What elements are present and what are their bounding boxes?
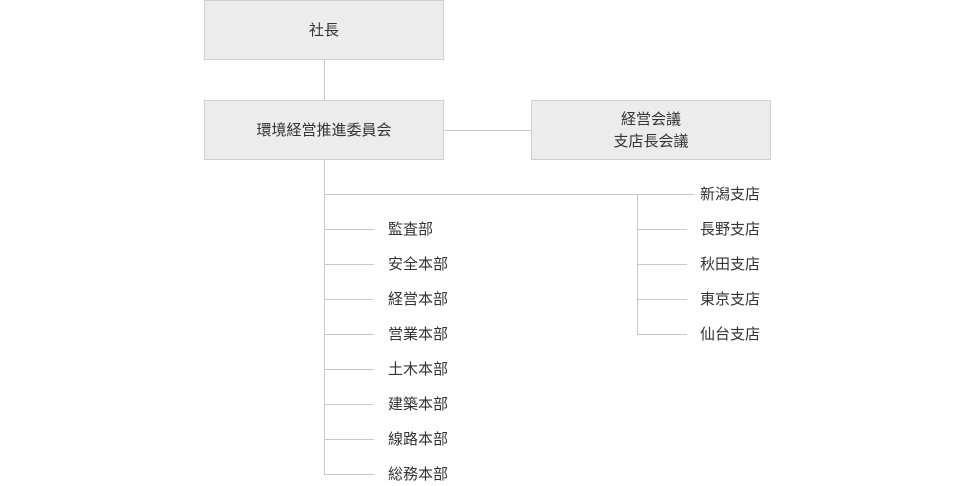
department-connector [324,369,374,370]
department-connector [324,299,374,300]
meeting-label: 支店長会議 [613,132,689,150]
department-item: 線路本部 [388,430,449,448]
branch-item: 東京支店 [700,290,761,308]
department-connector [324,229,374,230]
committee-box: 環境経営推進委員会 [204,100,444,160]
branch-connector [637,229,687,230]
department-connector [324,474,374,475]
department-item: 経営本部 [388,290,449,308]
department-item: 建築本部 [388,395,449,413]
branch-item: 仙台支店 [700,325,761,343]
department-connector [324,439,374,440]
branch-item: 秋田支店 [700,255,761,273]
president-label: 社長 [308,21,339,39]
department-connector [324,334,374,335]
branch-connector [637,264,687,265]
branch-item: 長野支店 [700,220,761,238]
branch-connector [637,299,687,300]
branch-item: 新潟支店 [700,185,761,203]
department-item: 安全本部 [388,255,449,273]
department-item: 営業本部 [388,325,449,343]
department-item: 土木本部 [388,360,449,378]
branch-connector [637,334,687,335]
connector-branch-horizontal [324,194,694,195]
committee-label: 環境経営推進委員会 [256,121,392,139]
president-box: 社長 [204,0,444,60]
meeting-label: 経営会議 [620,110,681,128]
meetings-box: 経営会議 支店長会議 [531,100,771,160]
department-connector [324,264,374,265]
connector-committee-meetings [444,130,531,131]
department-connector [324,404,374,405]
connector-main-trunk [324,160,325,474]
connector-president-committee [324,60,325,100]
department-item: 総務本部 [388,465,449,483]
department-item: 監査部 [388,220,434,238]
